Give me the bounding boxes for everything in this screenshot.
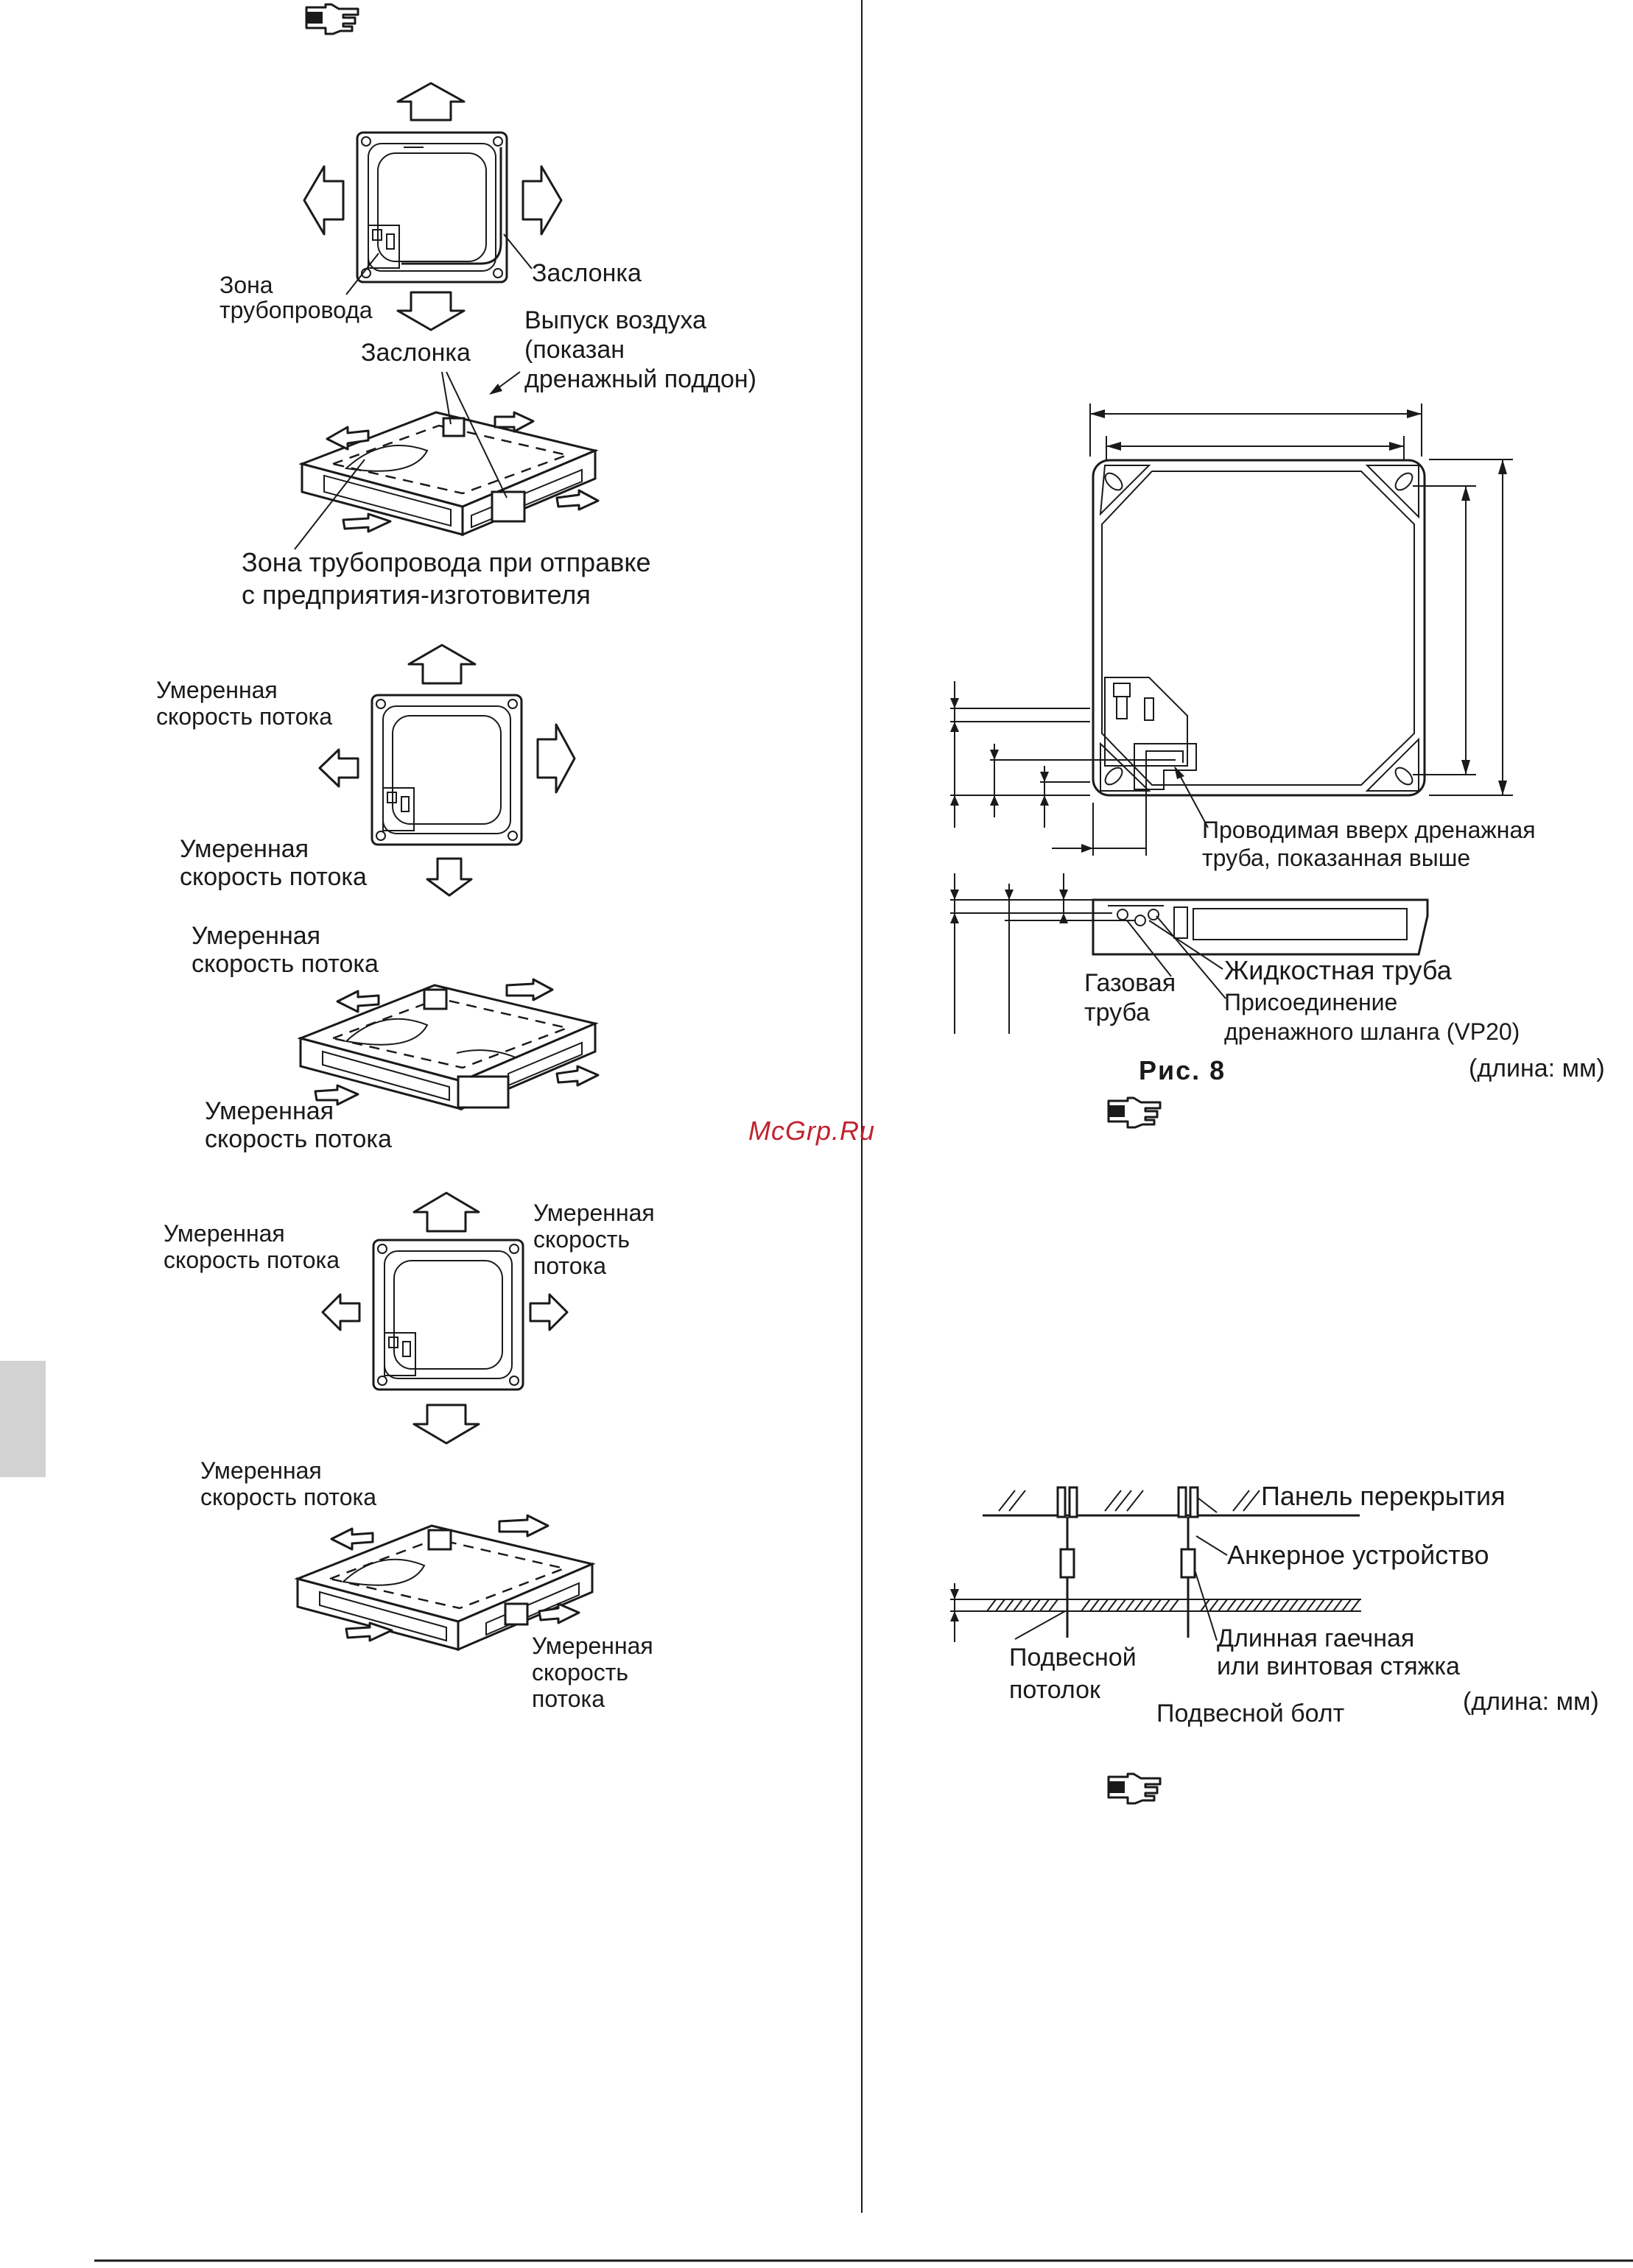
label-moderate-c4c: потока <box>532 1686 605 1712</box>
pointing-hand-icon <box>1107 1772 1162 1805</box>
label-liquid-pipe: Жидкостная труба <box>1224 955 1453 985</box>
label-factory-piping-2: с предприятия-изготовителя <box>242 580 591 610</box>
label-moderate-2b: скорость потока <box>180 863 367 891</box>
label-moderate-c2c: потока <box>533 1253 606 1279</box>
label-factory-piping-1: Зона трубопровода при отправке <box>242 547 651 577</box>
label-piping-zone-2: трубопровода <box>220 297 373 323</box>
arrow-right-icon <box>536 723 576 794</box>
watermark: McGrp.Ru <box>748 1116 875 1146</box>
label-moderate-c3b: скорость потока <box>200 1484 376 1510</box>
label-long-nut-1: Длинная гаечная <box>1217 1624 1414 1652</box>
arrow-down-icon <box>396 291 466 331</box>
panel-top-view <box>1092 459 1426 797</box>
unit-top-view <box>356 131 508 284</box>
arrow-left-icon <box>303 165 345 236</box>
unit-isometric-b <box>297 984 599 1111</box>
label-moderate-c4a: Умеренная <box>532 1633 653 1659</box>
label-moderate-c2a: Умеренная <box>533 1200 655 1226</box>
unit-top-view <box>372 1239 524 1391</box>
label-moderate-4b: скорость потока <box>205 1125 392 1153</box>
label-moderate-c3a: Умеренная <box>200 1457 322 1484</box>
label-air-outlet-3: дренажный поддон) <box>524 365 756 393</box>
side-tab <box>0 1361 46 1477</box>
label-moderate-2a: Умеренная <box>180 835 309 863</box>
label-moderate-1a: Умеренная <box>156 677 278 703</box>
label-ceiling-slab: Панель перекрытия <box>1261 1481 1506 1511</box>
label-suspended-ceiling-1: Подвесной <box>1009 1644 1137 1672</box>
label-drain-hose-1: Присоединение <box>1224 989 1397 1015</box>
label-gas-pipe-1: Газовая <box>1084 969 1176 997</box>
label-hanging-bolt: Подвесной болт <box>1156 1700 1344 1728</box>
units-note-hang: (длина: мм) <box>1463 1688 1599 1716</box>
label-moderate-4a: Умеренная <box>205 1097 334 1125</box>
label-shutter-bottom: Заслонка <box>361 339 471 367</box>
pointing-hand-icon <box>305 3 359 35</box>
unit-isometric-a <box>298 411 599 537</box>
label-gas-pipe-2: труба <box>1084 999 1150 1026</box>
arrow-left-small-icon <box>318 748 359 788</box>
arrow-up-icon <box>407 644 477 685</box>
label-shutter-top: Заслонка <box>532 259 642 287</box>
label-moderate-c2b: скорость <box>533 1226 630 1253</box>
figure-a: Зона трубопровода Заслонка Заслонка Выпу… <box>220 82 756 610</box>
arrow-down-icon <box>412 1404 480 1445</box>
figure-hanging-bolt: Панель перекрытия Анкерное устройство Дл… <box>950 1481 1599 1728</box>
arrow-down-small-icon <box>426 857 473 897</box>
unit-isometric-c <box>294 1524 596 1652</box>
units-note-fig8: (длина: мм) <box>1469 1054 1605 1082</box>
suspended-ceiling <box>983 1599 1361 1612</box>
label-moderate-c1a: Умеренная <box>164 1220 285 1247</box>
label-moderate-3b: скорость потока <box>192 950 379 978</box>
figure-b: Умеренная скорость потока Умеренная скор… <box>156 644 600 1153</box>
unit-top-view <box>371 694 523 846</box>
figure-8: Проводимая вверх дренажная труба, показа… <box>950 404 1605 1085</box>
label-drain-hose-2: дренажного шланга (VP20) <box>1224 1018 1520 1045</box>
label-moderate-1b: скорость потока <box>156 703 332 730</box>
label-suspended-ceiling-2: потолок <box>1009 1676 1101 1704</box>
pointing-hand-icon <box>1107 1096 1162 1129</box>
label-moderate-3a: Умеренная <box>192 922 320 950</box>
label-drain-up-1: Проводимая вверх дренажная <box>1202 817 1536 843</box>
figure-c: Умеренная скорость потока Умеренная скор… <box>164 1191 655 1712</box>
label-air-outlet-1: Выпуск воздуха <box>524 306 706 334</box>
label-drain-up-2: труба, показанная выше <box>1202 845 1470 871</box>
label-piping-zone-1: Зона <box>220 272 273 298</box>
unit-side-view <box>1092 898 1429 956</box>
figure-caption: Рис. 8 <box>1139 1055 1226 1085</box>
arrow-up-icon <box>412 1191 480 1233</box>
arrow-up-icon <box>396 82 466 122</box>
label-long-nut-2: или винтовая стяжка <box>1217 1652 1460 1680</box>
label-anchor: Анкерное устройство <box>1227 1540 1489 1570</box>
label-moderate-c4b: скорость <box>532 1659 628 1686</box>
arrow-right-small-icon <box>529 1293 569 1331</box>
arrow-left-small-icon <box>321 1293 361 1331</box>
label-moderate-c1b: скорость потока <box>164 1247 340 1273</box>
arrow-right-icon <box>521 165 563 236</box>
label-air-outlet-2: (показан <box>524 336 625 364</box>
